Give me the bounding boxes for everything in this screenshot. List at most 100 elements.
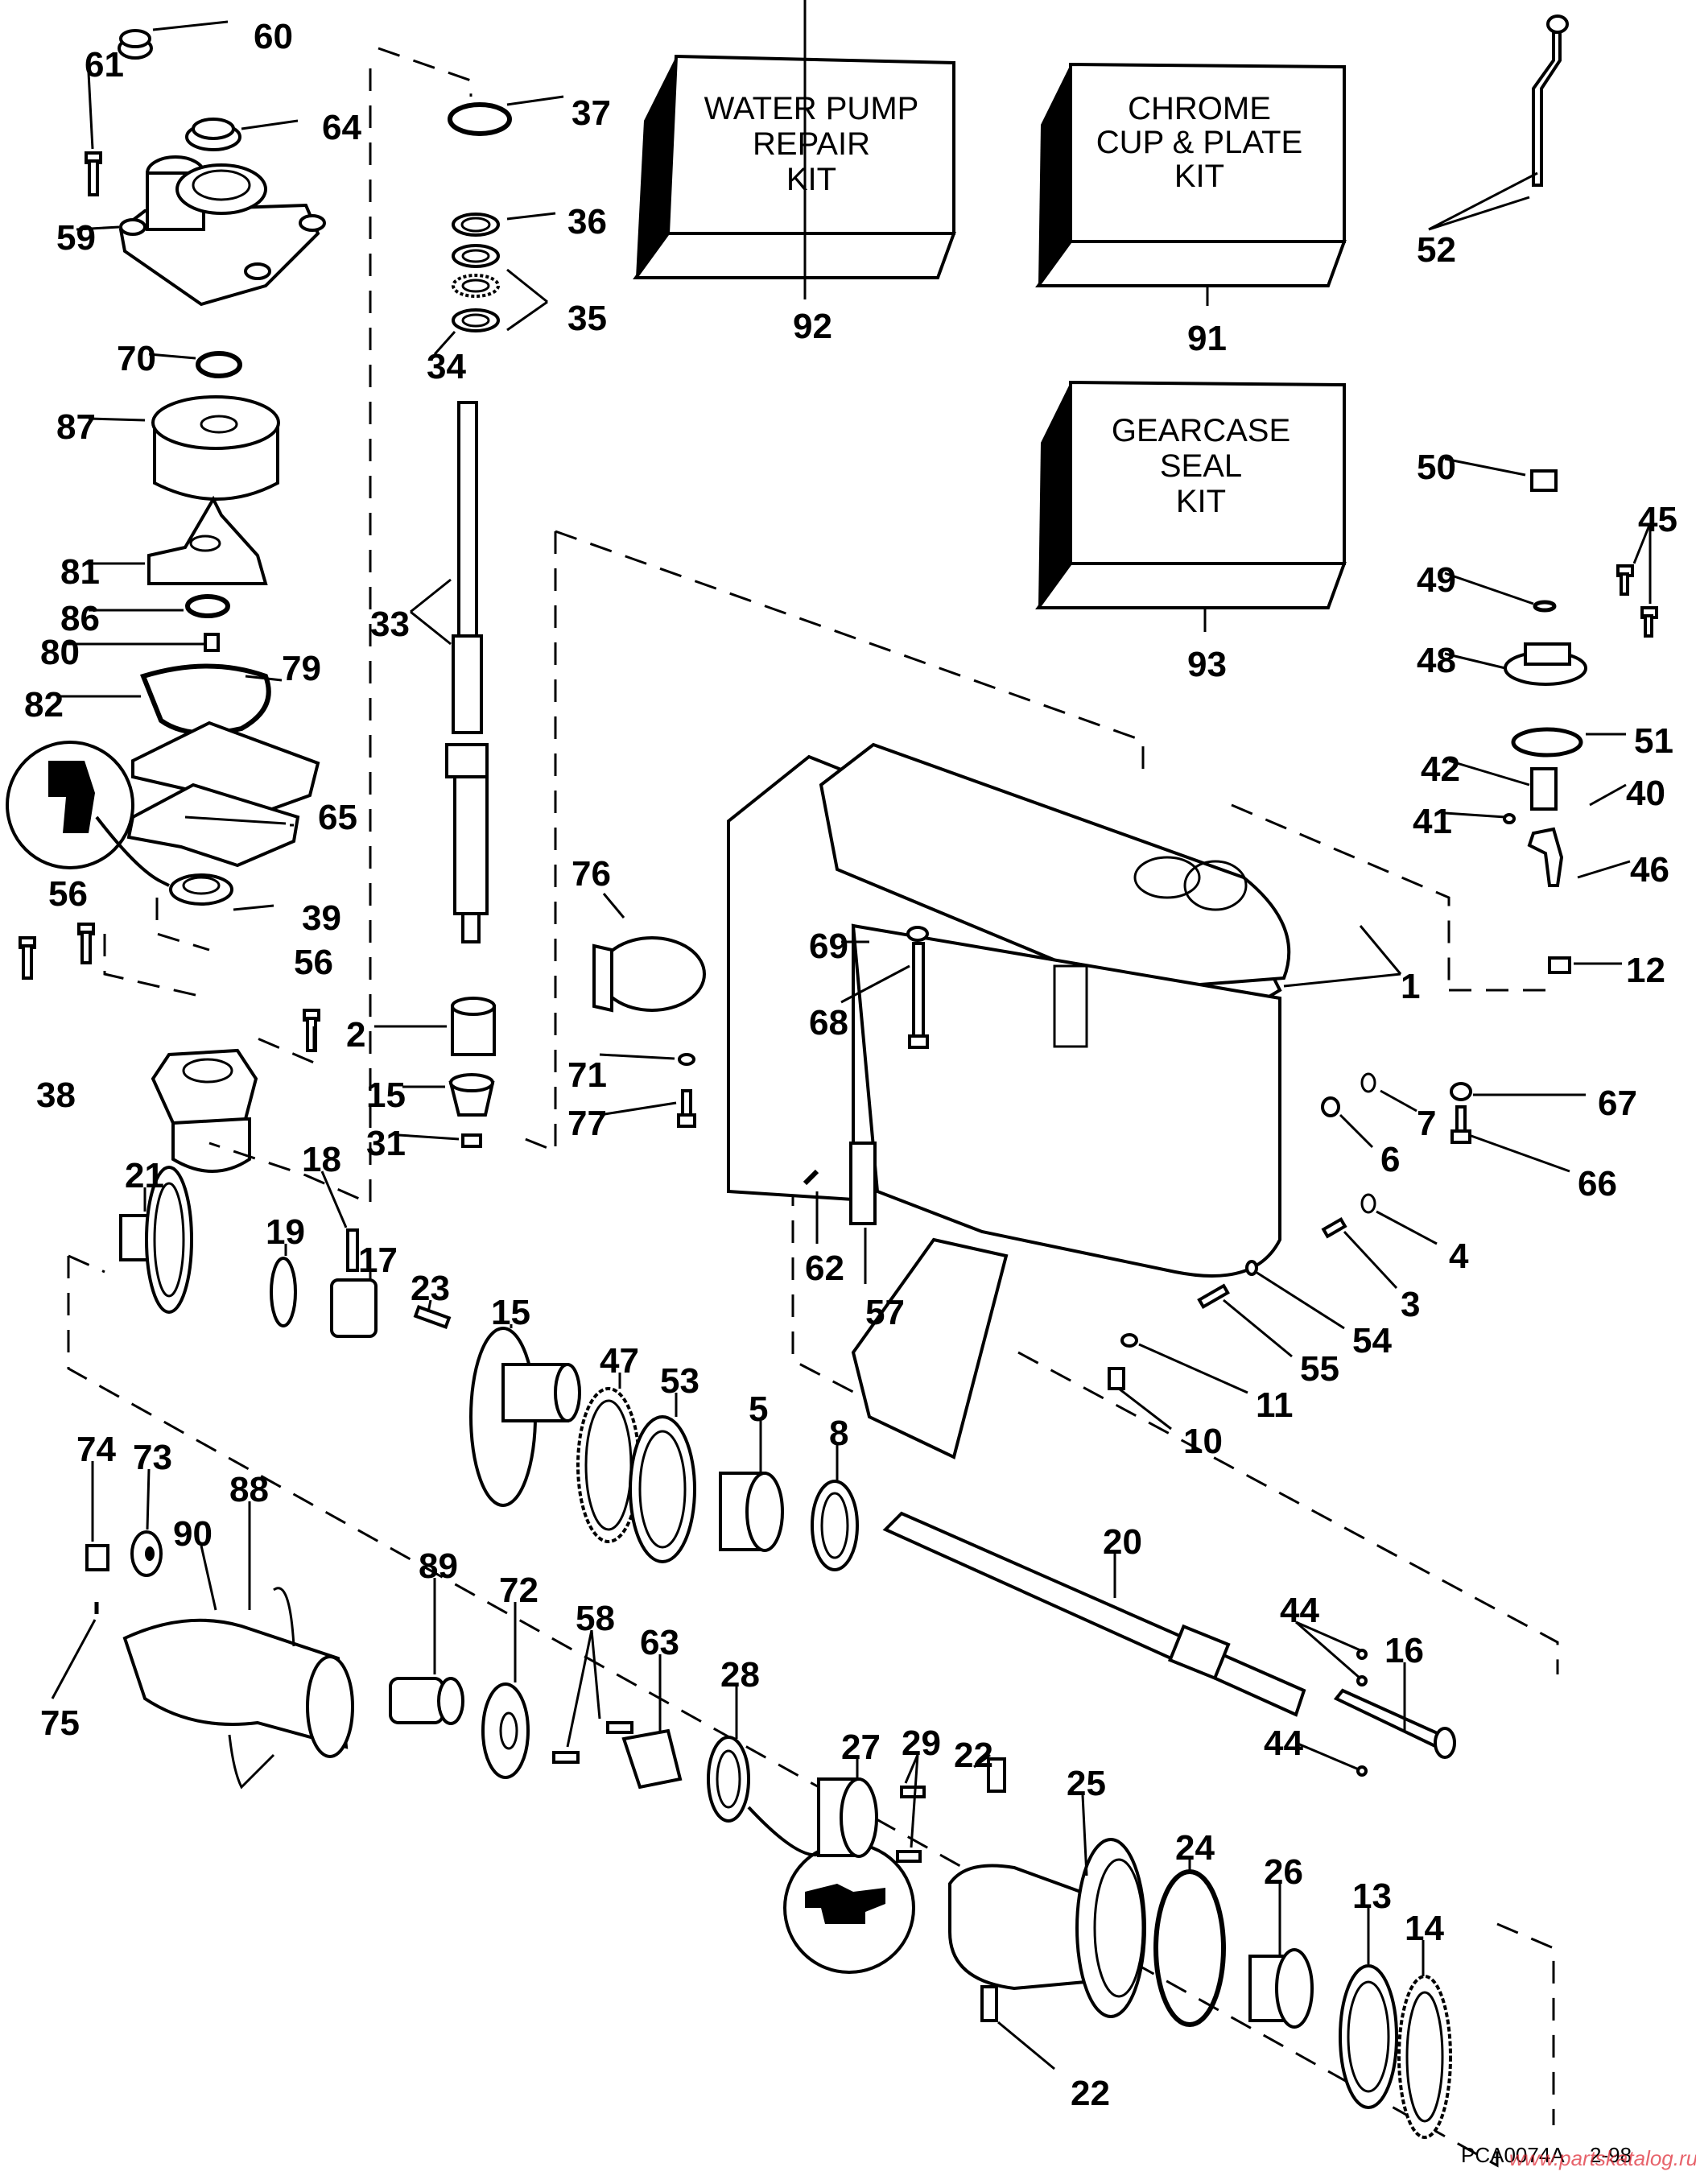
callout-25[interactable]: 25 [1067, 1764, 1106, 1803]
callout-41[interactable]: 41 [1413, 802, 1452, 841]
pinion-gear-15[interactable] [448, 1073, 495, 1117]
callout-40[interactable]: 40 [1626, 774, 1665, 813]
callout-54[interactable]: 54 [1352, 1321, 1392, 1360]
callout-44[interactable]: 44 [1264, 1724, 1303, 1763]
callout-79[interactable]: 79 [282, 649, 321, 688]
connector-42[interactable] [1530, 767, 1558, 811]
retainer-ring-19[interactable] [270, 1257, 297, 1327]
o-ring-4[interactable] [1360, 1193, 1376, 1214]
bearing-5[interactable] [719, 1472, 784, 1552]
pin-18[interactable] [346, 1228, 359, 1272]
callout-8[interactable]: 8 [829, 1414, 848, 1453]
callout-64[interactable]: 64 [322, 108, 361, 147]
callout-66[interactable]: 66 [1578, 1164, 1617, 1203]
o-ring-70[interactable] [196, 351, 242, 378]
callout-50[interactable]: 50 [1417, 448, 1456, 487]
thrust-washer-13[interactable] [1339, 1964, 1398, 2109]
spacer-89[interactable] [389, 1677, 464, 1725]
callout-27[interactable]: 27 [841, 1728, 881, 1767]
callout-52[interactable]: 52 [1417, 230, 1456, 270]
bearing-27[interactable] [817, 1777, 878, 1858]
washer-73[interactable] [130, 1530, 163, 1577]
callout-81[interactable]: 81 [60, 552, 100, 592]
callout-14[interactable]: 14 [1405, 1909, 1444, 1948]
callout-26[interactable]: 26 [1264, 1852, 1303, 1892]
propeller-shaft-20[interactable] [882, 1511, 1306, 1717]
callout-18[interactable]: 18 [302, 1140, 341, 1179]
callout-5[interactable]: 5 [749, 1389, 768, 1429]
key-80[interactable] [204, 633, 220, 652]
callout-59[interactable]: 59 [56, 218, 96, 258]
shift-rod-52[interactable] [1532, 14, 1569, 187]
callout-7[interactable]: 7 [1417, 1104, 1436, 1143]
washer-67[interactable] [1450, 1082, 1472, 1101]
callout-68[interactable]: 68 [809, 1003, 848, 1042]
callout-13[interactable]: 13 [1352, 1876, 1392, 1916]
callout-11[interactable]: 11 [1256, 1385, 1294, 1425]
anchor-22a[interactable] [987, 1757, 1006, 1793]
callout-88[interactable]: 88 [229, 1470, 269, 1509]
callout-15[interactable]: 15 [366, 1075, 406, 1115]
callout-56[interactable]: 56 [294, 943, 333, 982]
callout-65[interactable]: 65 [318, 798, 357, 837]
callout-17[interactable]: 17 [358, 1241, 398, 1280]
callout-73[interactable]: 73 [133, 1438, 172, 1477]
washer-71[interactable] [678, 1053, 695, 1066]
callout-3[interactable]: 3 [1401, 1285, 1420, 1324]
propeller-88[interactable] [122, 1587, 354, 1790]
thrust-washer-35b[interactable] [452, 308, 500, 332]
gearcase-housing-1[interactable] [727, 742, 1291, 1459]
seal-39[interactable] [169, 873, 233, 906]
callout-71[interactable]: 71 [567, 1055, 607, 1095]
o-ring-49[interactable] [1533, 600, 1557, 613]
callout-77[interactable]: 77 [567, 1104, 607, 1143]
seal-28[interactable] [707, 1736, 750, 1823]
kit-box-water-pump[interactable]: WATER PUMP REPAIR KIT [633, 54, 956, 279]
bearing-8[interactable] [811, 1480, 859, 1571]
callout-31[interactable]: 31 [366, 1124, 406, 1163]
forward-gear-15[interactable] [469, 1327, 581, 1507]
washer-54[interactable] [1245, 1260, 1258, 1276]
drive-shaft-33[interactable] [445, 401, 489, 943]
callout-45[interactable]: 45 [1638, 500, 1677, 539]
callout-46[interactable]: 46 [1630, 850, 1669, 890]
callout-29[interactable]: 29 [902, 1724, 941, 1763]
callout-69[interactable]: 69 [809, 927, 848, 966]
callout-82[interactable]: 82 [24, 685, 64, 725]
screws-45[interactable] [1616, 564, 1658, 638]
callout-4[interactable]: 4 [1449, 1236, 1469, 1276]
callout-70[interactable]: 70 [117, 339, 156, 378]
callout-15[interactable]: 15 [491, 1293, 530, 1332]
callout-38[interactable]: 38 [36, 1075, 76, 1115]
o-ring-86[interactable] [185, 594, 230, 618]
callout-39[interactable]: 39 [302, 898, 341, 938]
o-ring-37[interactable] [448, 102, 512, 136]
callout-60[interactable]: 60 [254, 17, 293, 56]
plug-6[interactable] [1321, 1096, 1340, 1117]
callout-35[interactable]: 35 [567, 299, 607, 338]
callout-12[interactable]: 12 [1626, 951, 1665, 990]
nut-50[interactable] [1530, 469, 1558, 492]
callout-53[interactable]: 53 [660, 1361, 699, 1401]
callout-24[interactable]: 24 [1175, 1828, 1215, 1868]
callout-93[interactable]: 93 [1187, 645, 1227, 684]
callout-34[interactable]: 34 [427, 347, 466, 386]
callout-75[interactable]: 75 [40, 1703, 80, 1743]
callout-10[interactable]: 10 [1183, 1422, 1223, 1461]
callout-2[interactable]: 2 [346, 1015, 365, 1055]
detent-balls-44[interactable] [1356, 1649, 1368, 1777]
cam-follower-16[interactable] [1333, 1688, 1456, 1759]
impeller-housing-liner-87[interactable] [151, 395, 280, 501]
callout-87[interactable]: 87 [56, 407, 96, 447]
callout-6[interactable]: 6 [1380, 1140, 1400, 1179]
seal-cup-64[interactable] [185, 118, 241, 151]
cap-grommet-60[interactable] [118, 29, 153, 60]
anchor-22b[interactable] [980, 1985, 998, 2022]
thrust-bearing-14[interactable] [1397, 1975, 1452, 2139]
screw-62[interactable] [803, 1169, 819, 1186]
callout-89[interactable]: 89 [419, 1546, 458, 1586]
callout-58[interactable]: 58 [576, 1599, 615, 1638]
callout-19[interactable]: 19 [266, 1212, 305, 1252]
thrust-bearing-47[interactable] [576, 1387, 641, 1543]
shift-lever-46[interactable] [1527, 827, 1564, 887]
